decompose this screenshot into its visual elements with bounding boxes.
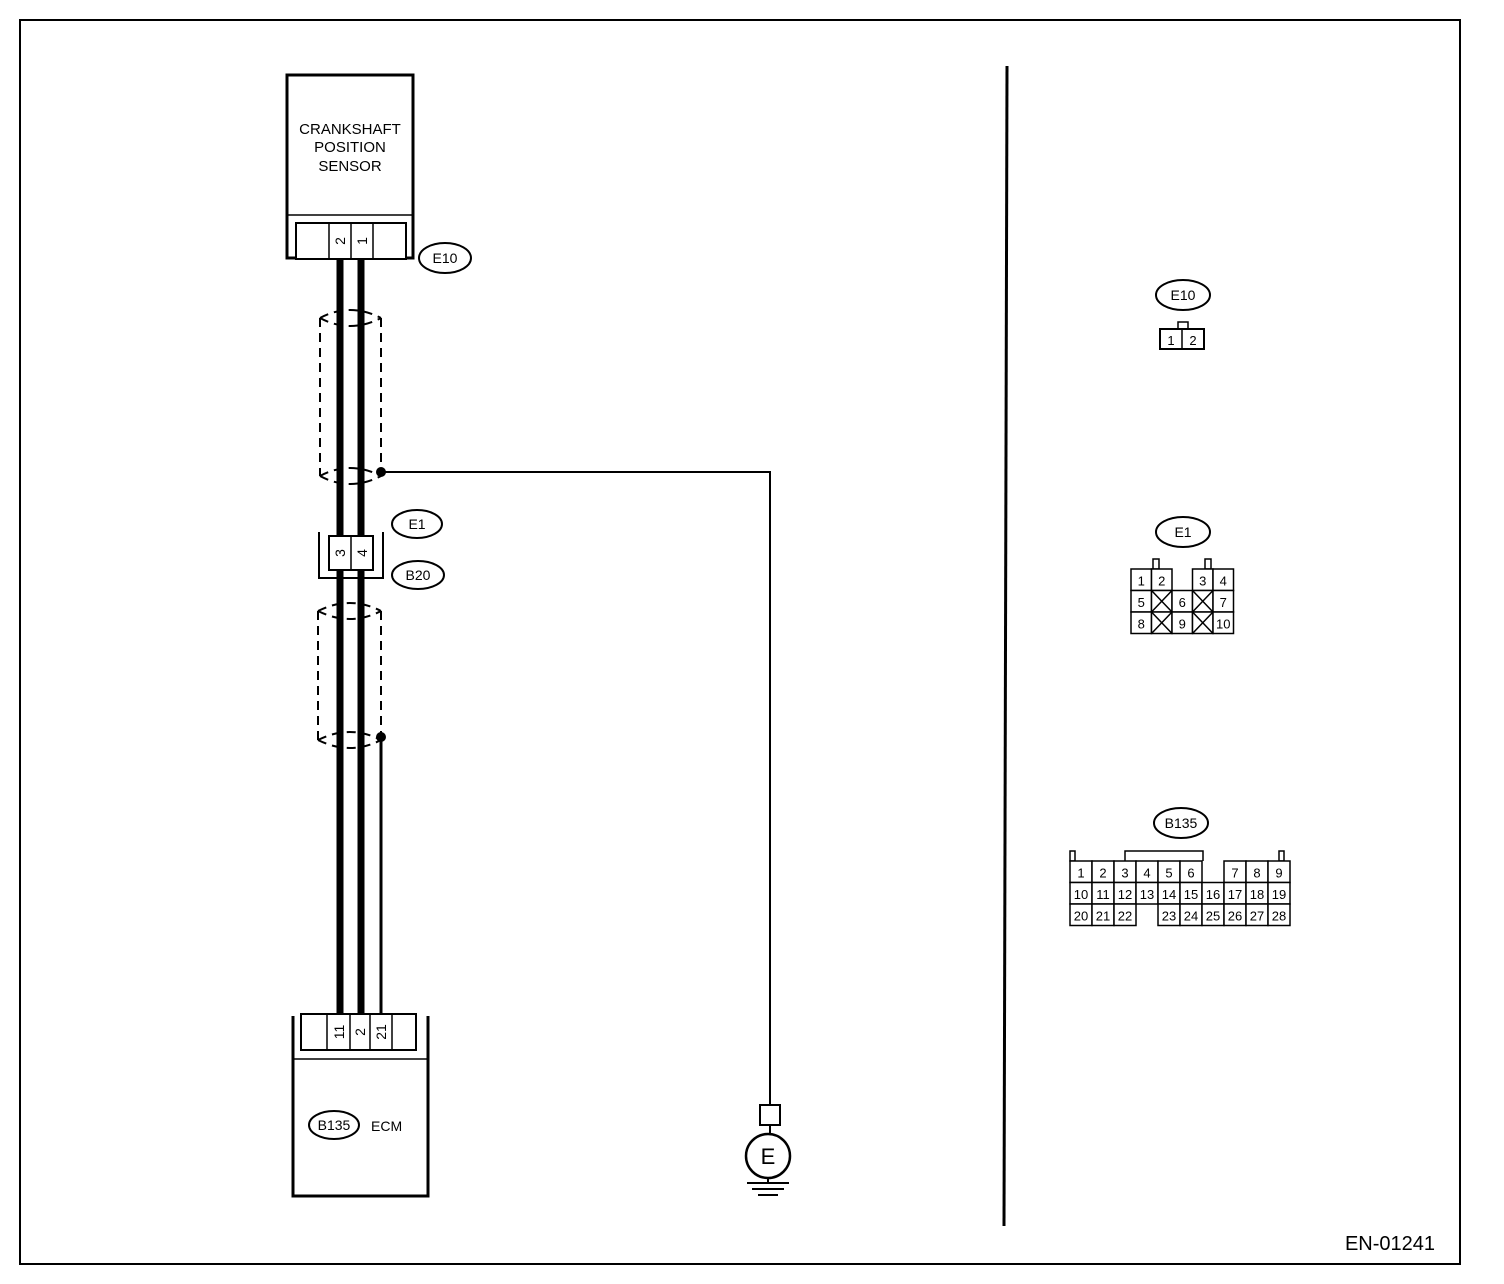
pin-number: 10 <box>1074 887 1088 902</box>
ground-label: E <box>761 1144 776 1169</box>
pin-number: 11 <box>1096 887 1110 902</box>
pin-number: 22 <box>1118 909 1132 924</box>
svg-text:B20: B20 <box>406 567 431 583</box>
view-e10-id: E10 <box>1171 287 1196 303</box>
pin-number: 24 <box>1184 909 1198 924</box>
sensor-pin-1: 1 <box>354 237 370 245</box>
connector-badge-b20: B20 <box>391 560 445 590</box>
pin-number: 1 <box>1077 866 1084 881</box>
pin-number: 3 <box>1199 574 1206 589</box>
pin-number: 6 <box>1179 595 1186 610</box>
svg-text:E10: E10 <box>433 250 458 266</box>
pin-number: 2 <box>1158 574 1165 589</box>
ecm-pin-2: 2 <box>352 1028 368 1036</box>
pin-number: 6 <box>1187 866 1194 881</box>
pin-number: 14 <box>1162 887 1176 902</box>
pin-number: 2 <box>1099 866 1106 881</box>
pin-number: 7 <box>1231 866 1238 881</box>
pin-number: 28 <box>1272 909 1286 924</box>
blank-cavity-mark <box>1150 589 1173 613</box>
pin-number: 23 <box>1162 909 1176 924</box>
joint-pin-3: 3 <box>332 549 348 557</box>
blank-cavity-mark <box>1150 611 1173 635</box>
view-b135-id: B135 <box>1165 815 1198 831</box>
pin-number: 17 <box>1228 887 1242 902</box>
pin-number: 5 <box>1138 595 1145 610</box>
shield-ground-wire <box>381 471 771 1105</box>
svg-text:1: 1 <box>1167 333 1174 348</box>
svg-text:E1: E1 <box>408 516 425 532</box>
sensor-pin-2: 2 <box>332 237 348 245</box>
ecm-pin-11: 11 <box>331 1025 347 1040</box>
pin-number: 16 <box>1206 887 1220 902</box>
svg-text:2: 2 <box>1189 333 1196 348</box>
pin-number: 26 <box>1228 909 1242 924</box>
pin-number: 8 <box>1253 866 1260 881</box>
pin-number: 15 <box>1184 887 1198 902</box>
crankshaft-position-sensor: CRANKSHAFT POSITION SENSOR 2 1 <box>285 73 415 260</box>
ecm-connector-badge: B135 <box>318 1117 351 1133</box>
diagram-frame <box>19 19 1461 1265</box>
cavity <box>1113 903 1137 927</box>
pin-number: 10 <box>1216 617 1230 632</box>
upper-shield <box>319 309 382 485</box>
pin-number: 25 <box>1206 909 1220 924</box>
connector-badge-e1: E1 <box>391 509 443 539</box>
blank-cavity-mark <box>1191 611 1214 635</box>
divider-line <box>1002 65 1009 1227</box>
pin-number: 9 <box>1275 866 1282 881</box>
sensor-label-line3: SENSOR <box>318 158 382 175</box>
pin-number: 8 <box>1138 617 1145 632</box>
cavity <box>1267 903 1291 927</box>
ecm-unit: 11 2 21 B135 ECM <box>291 1013 430 1198</box>
pin-number: 4 <box>1143 866 1150 881</box>
pin-number: 20 <box>1074 909 1088 924</box>
pin-number: 9 <box>1179 617 1186 632</box>
ecm-pin-21: 21 <box>373 1024 389 1040</box>
blank-cavity-mark <box>1191 589 1214 613</box>
ecm-label: ECM <box>371 1118 402 1134</box>
view-e10: E10 1 2 <box>1155 279 1211 350</box>
pin-number: 7 <box>1220 595 1227 610</box>
pin-number: 12 <box>1118 887 1132 902</box>
sensor-label-line1: CRANKSHAFT <box>299 121 401 138</box>
joint-connector: 3 4 <box>318 532 384 579</box>
pin-number: 13 <box>1140 887 1154 902</box>
pin-number: 19 <box>1272 887 1286 902</box>
pin-number: 1 <box>1138 574 1145 589</box>
ground-symbol: E <box>744 1104 792 1196</box>
pin-number: 4 <box>1220 574 1227 589</box>
joint-pin-4: 4 <box>354 549 370 557</box>
figure-code: EN-01241 <box>1345 1233 1435 1255</box>
pin-number: 21 <box>1096 909 1110 924</box>
pin-number: 18 <box>1250 887 1264 902</box>
sensor-label-line2: POSITION <box>314 139 386 156</box>
lower-shield <box>317 602 382 749</box>
pin-number: 5 <box>1165 866 1172 881</box>
cavity <box>1212 611 1235 635</box>
connector-badge-e10: E10 <box>418 242 472 274</box>
signal-wires <box>336 259 365 1016</box>
pin-number: 3 <box>1121 866 1128 881</box>
view-e1-id: E1 <box>1174 524 1191 540</box>
pin-number: 27 <box>1250 909 1264 924</box>
